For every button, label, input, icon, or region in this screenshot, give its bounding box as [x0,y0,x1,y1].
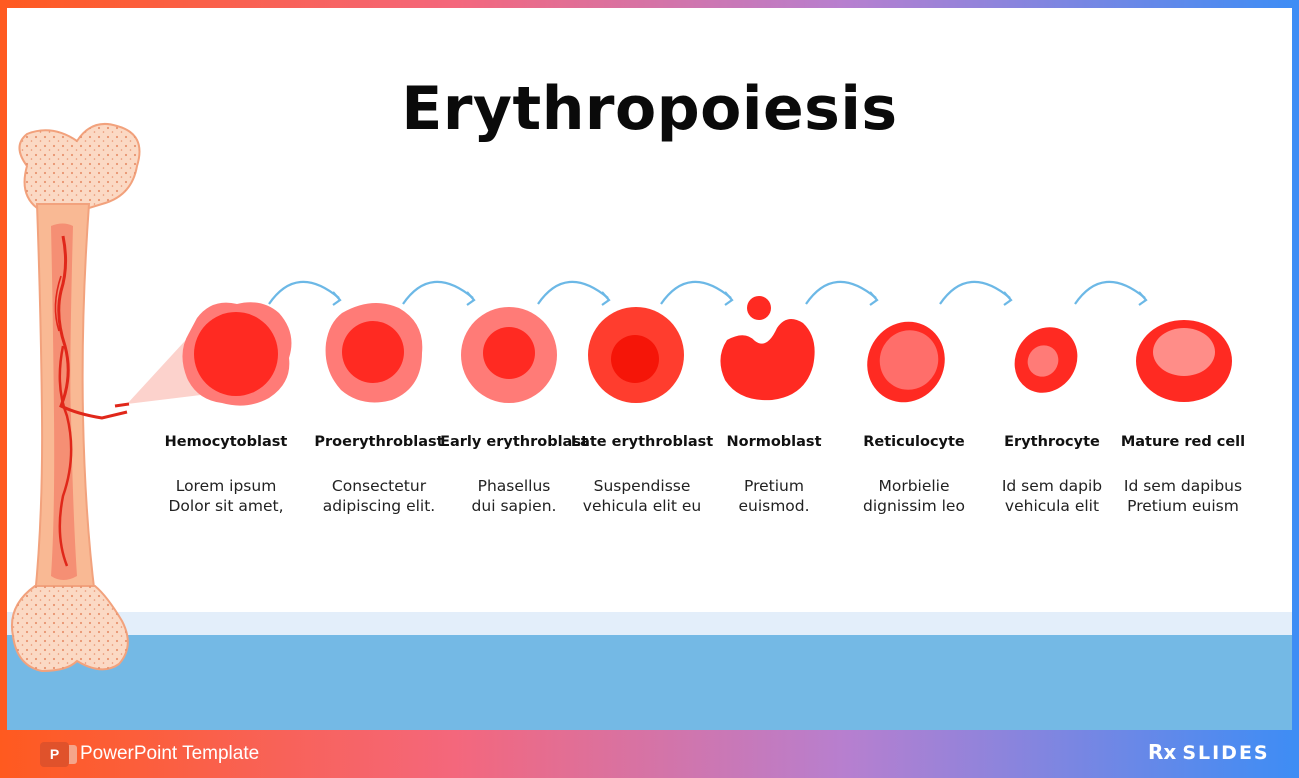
late-erythroblast-cell [588,307,684,403]
brand-name: SLIDES [1182,742,1270,764]
stage-name: Reticulocyte [863,434,965,450]
arrows-group [268,280,1148,306]
reticulocyte-cell [867,321,945,403]
curved-arrow-icon [1074,280,1146,305]
footer-band-blue [7,635,1292,730]
stage-name: Erythrocyte [1004,434,1100,450]
curved-arrow-icon [402,280,474,305]
page-title: Erythropoiesis [401,74,898,144]
slide: Erythropoiesis [7,8,1292,730]
stage-name: Early erythroblast [440,434,588,450]
curved-arrow-icon [939,280,1011,305]
curved-arrow-icon [805,280,877,305]
blood-vessel-icon [57,235,128,420]
early-erythroblast-cell [461,307,557,403]
stage-name: Proerythroblast [314,434,444,450]
footer-band-light [7,612,1292,636]
curved-arrow-icon [660,280,732,305]
stage-name: Mature red cell [1120,434,1246,450]
bone-illustration-icon [11,122,141,673]
cell-diagram [114,280,1232,408]
proerythroblast-cell [325,303,423,403]
stage-name: Normoblast [726,434,822,450]
normoblast-cell [720,296,815,401]
brand-rx: Rx [1148,740,1177,764]
curved-arrow-icon [268,280,340,305]
mature-red-cell [1136,320,1232,402]
curved-arrow-icon [537,280,609,305]
powerpoint-icon: P [40,742,77,767]
footer-label: PowerPoint Template [80,743,260,764]
stage-name: Hemocytoblast [164,434,288,450]
hemocytoblast-cell [182,302,292,406]
erythrocyte-cell [1014,327,1078,393]
stage-name: Late erythroblast [570,434,714,450]
